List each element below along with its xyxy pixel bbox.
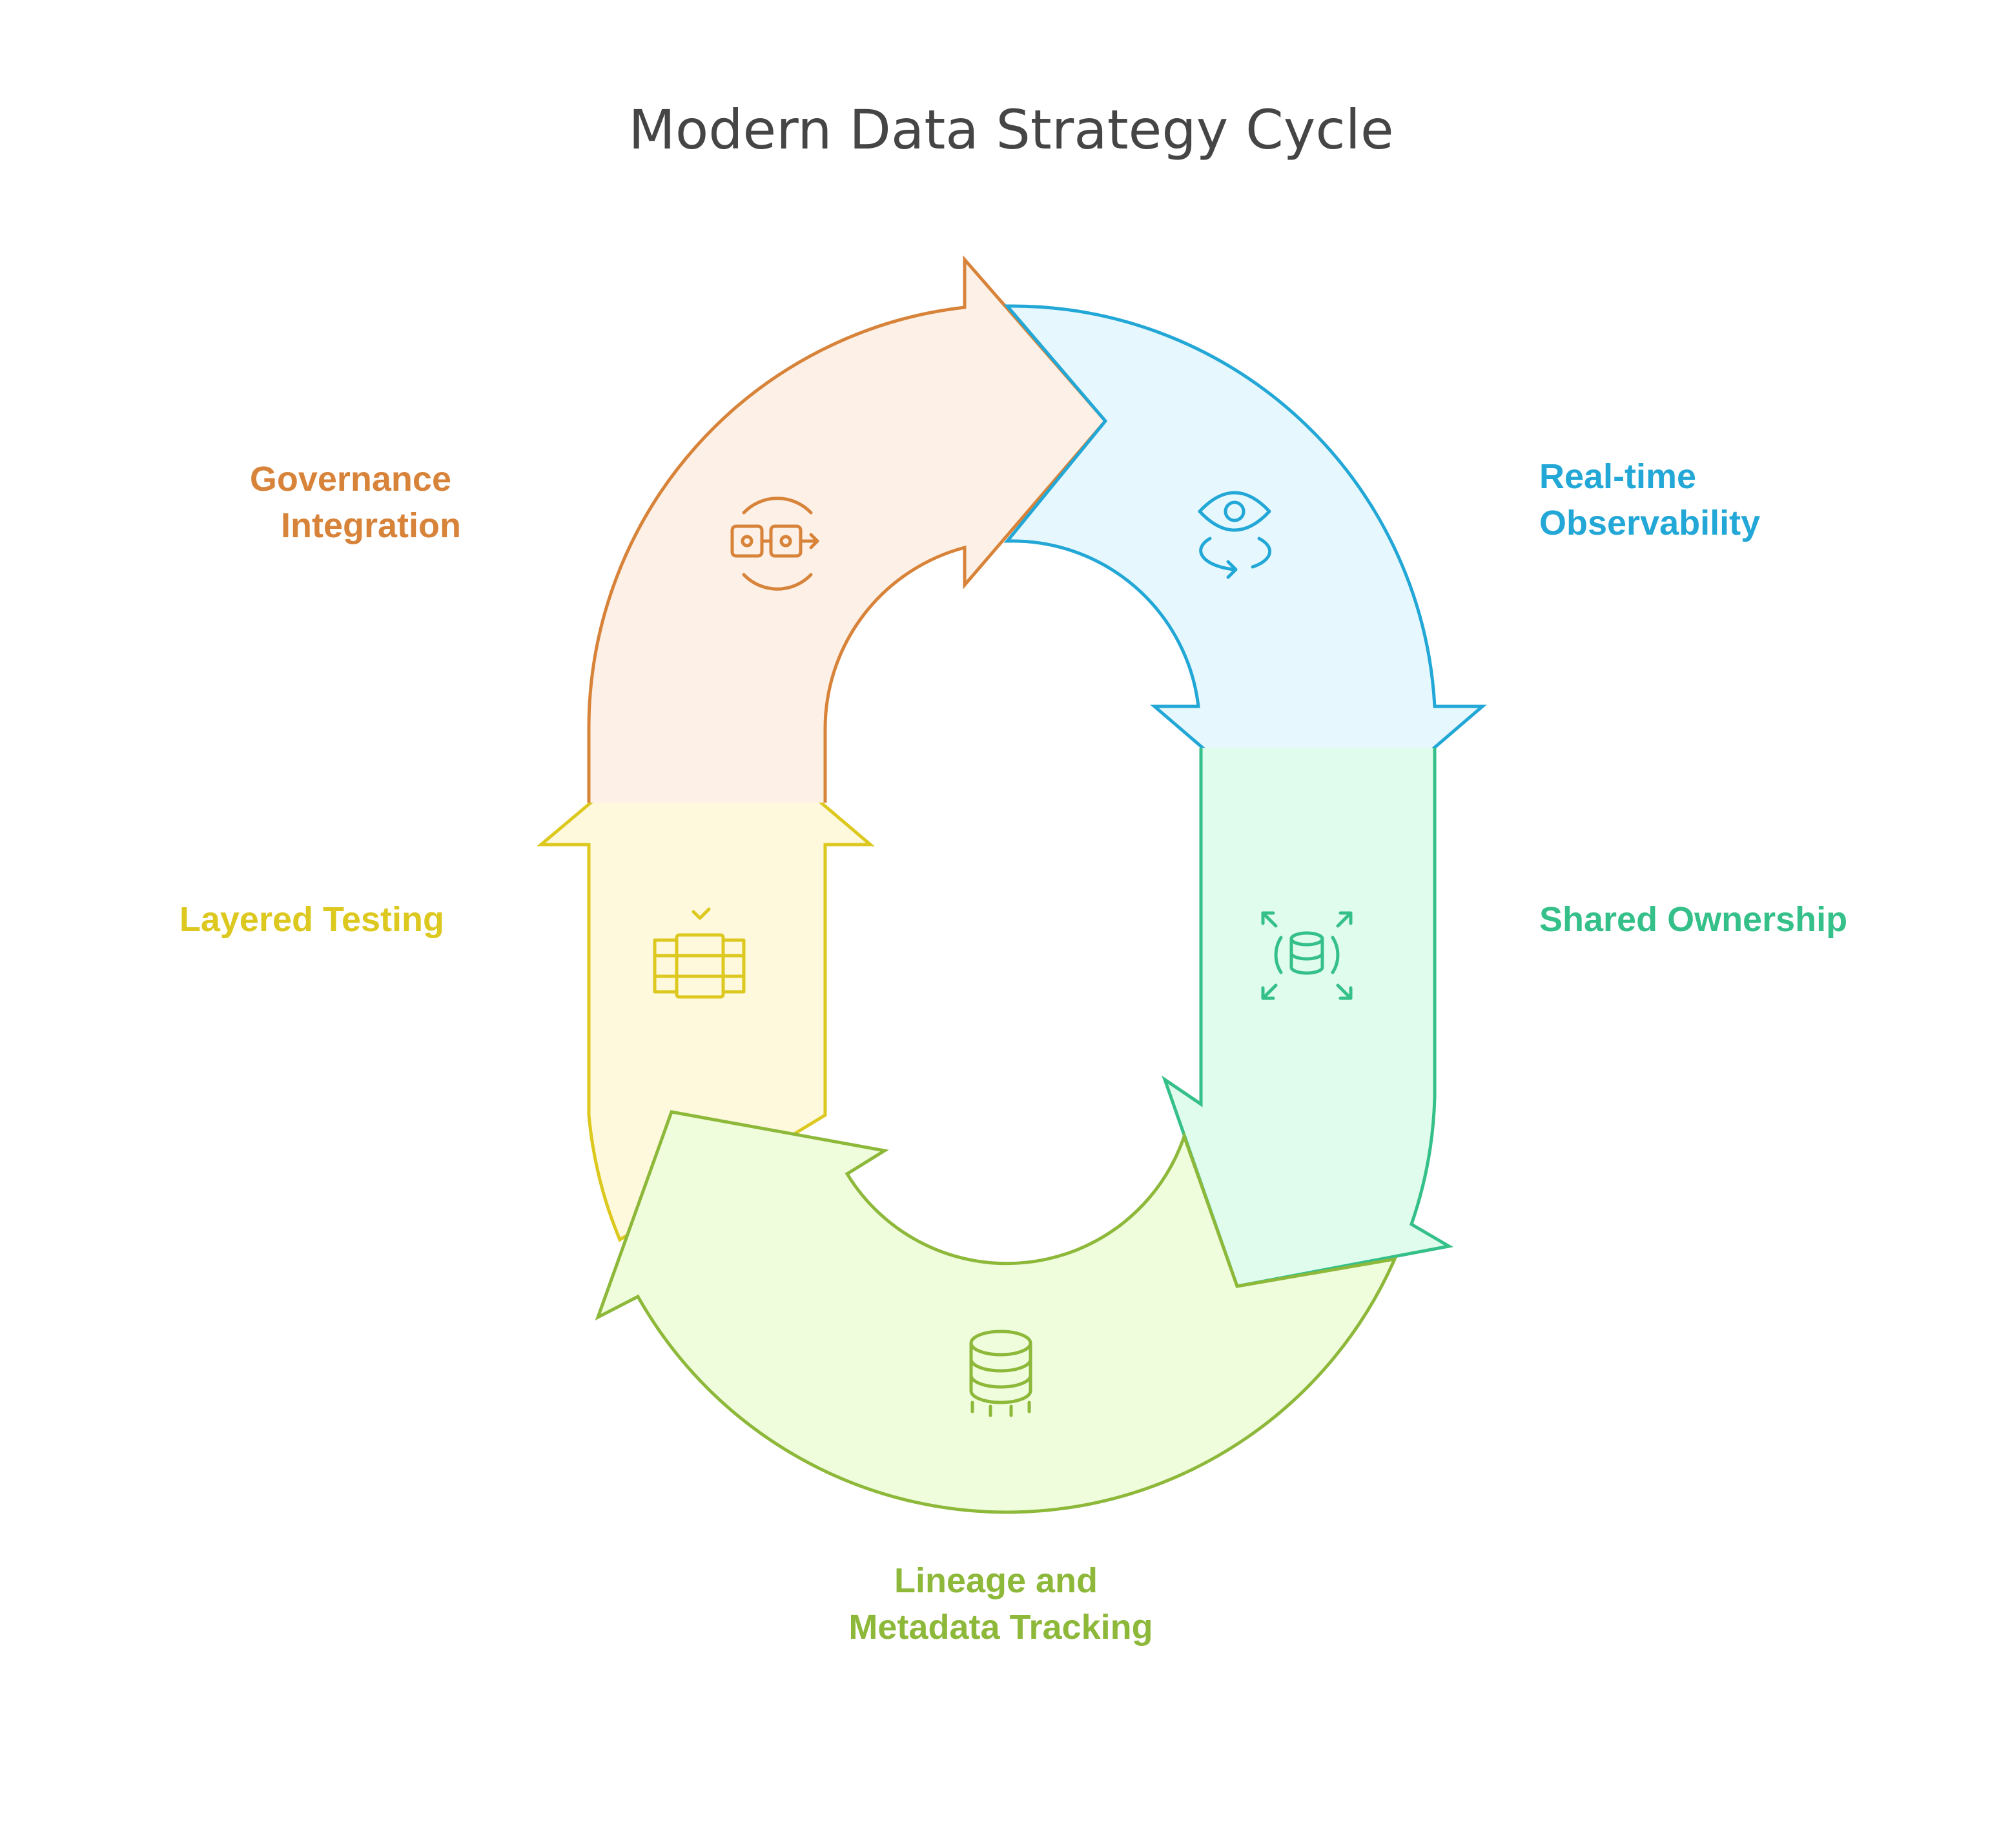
governance-integration-arrow — [587, 255, 1108, 803]
label-observability-line-2: Observability — [1539, 504, 1760, 542]
layered-server-check-icon — [653, 907, 746, 999]
database-stack-icon — [969, 1330, 1032, 1417]
real-time-observability-arrow — [1003, 304, 1487, 850]
label-layered-testing: Layered Testing — [179, 900, 444, 939]
diagram-title: Modern Data Strategy Cycle — [628, 98, 1393, 161]
label-lineage-line-1: Lineage and — [894, 1561, 1098, 1600]
label-observability-line-1: Real-time — [1539, 457, 1696, 496]
label-governance-integration: Governance Integration — [250, 460, 461, 545]
eye-refresh-icon — [1198, 491, 1272, 579]
label-governance-line-1: Governance — [250, 460, 451, 498]
label-shared-ownership: Shared Ownership — [1539, 900, 1847, 939]
label-lineage-metadata-tracking: Lineage and Metadata Tracking — [848, 1561, 1153, 1647]
label-governance-line-2: Integration — [281, 506, 461, 545]
database-expand-icon — [1261, 911, 1353, 1000]
label-lineage-line-2: Metadata Tracking — [848, 1608, 1153, 1647]
label-ownership-line-1: Shared Ownership — [1539, 900, 1847, 939]
governance-integration-icon — [730, 497, 819, 591]
label-testing-line-1: Layered Testing — [179, 900, 444, 939]
label-real-time-observability: Real-time Observability — [1539, 457, 1760, 542]
lineage-metadata-tracking-arrow — [595, 1110, 1398, 1514]
